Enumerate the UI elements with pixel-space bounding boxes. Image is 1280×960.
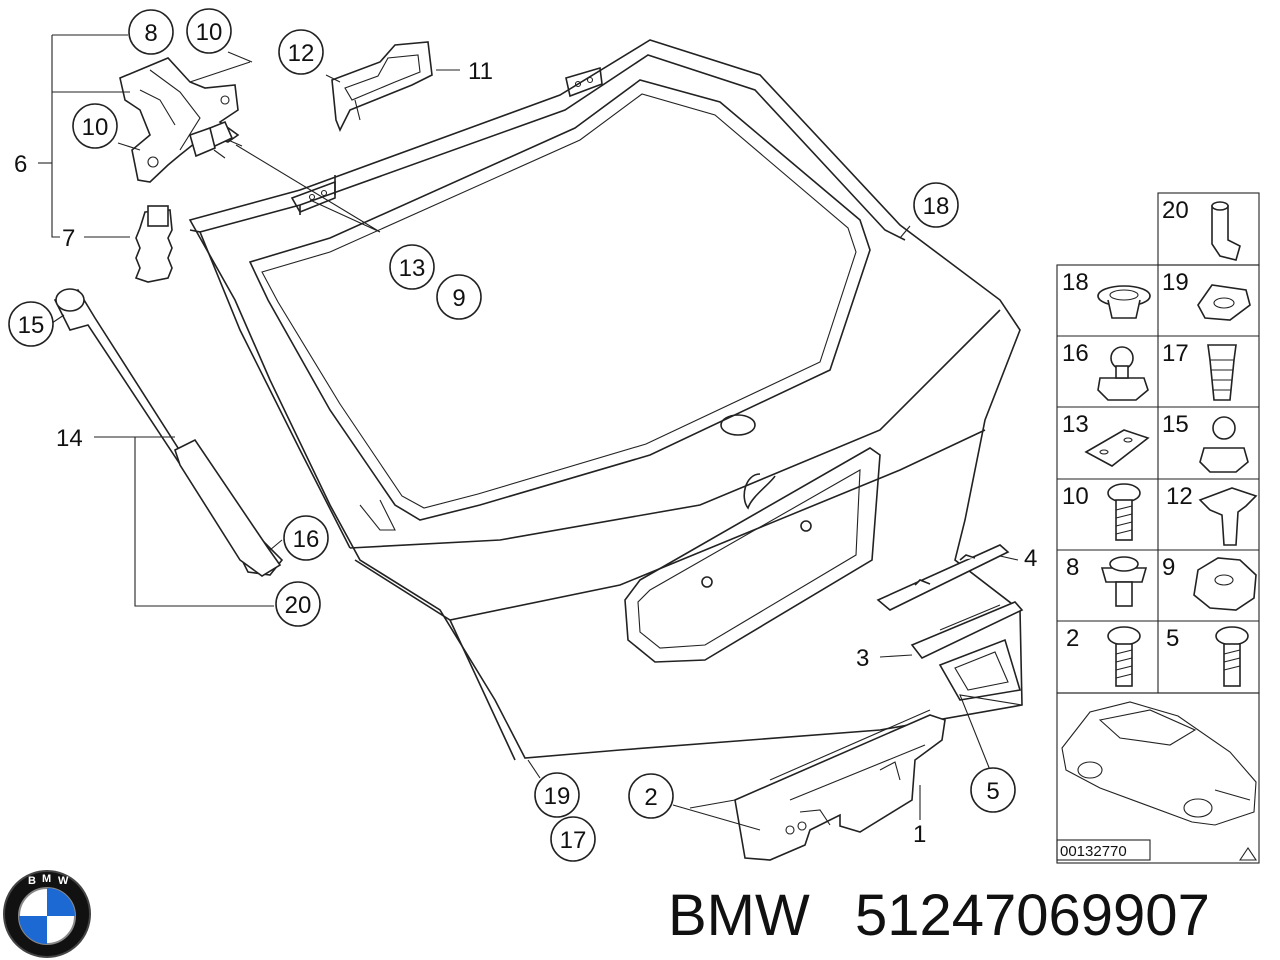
logo-letter: M: [42, 873, 51, 885]
callout-10-mid: 10: [72, 103, 118, 149]
callout-10-top: 10: [186, 8, 232, 54]
grid-cell-label: 17: [1162, 340, 1189, 367]
grid-cell-label: 9: [1162, 554, 1175, 581]
car-thumbnail-icon: [1061, 701, 1257, 826]
ref-code: 00132770: [1060, 843, 1127, 860]
parts-grid: 20 18 19 16 17 13 15 10 12 8 9 2 5: [1056, 192, 1260, 864]
grid-cell-label: 8: [1066, 554, 1079, 581]
callout-20-label: 20: [285, 592, 312, 619]
callout-17: 17: [550, 816, 596, 862]
plate-icon: [1084, 429, 1150, 467]
screw-icon: [1215, 626, 1249, 646]
screw-icon: [1107, 626, 1141, 646]
label-7: 7: [62, 225, 75, 252]
callout-15-label: 15: [18, 312, 45, 339]
callout-2-label: 2: [644, 784, 657, 811]
grid-cell-label: 12: [1166, 483, 1193, 510]
footer-brand: BMW: [668, 883, 810, 948]
label-4: 4: [1024, 545, 1037, 572]
elbow-hose-icon: [1211, 205, 1241, 261]
grid-cell-label: 10: [1062, 483, 1089, 510]
grid-cell-label: 16: [1062, 340, 1089, 367]
callout-5-label: 5: [986, 778, 999, 805]
callout-19: 19: [534, 772, 580, 818]
callout-10-top-label: 10: [196, 19, 223, 46]
callout-13: 13: [389, 244, 435, 290]
ball-nut-icon: [1212, 416, 1236, 440]
logo-letter: B: [28, 875, 36, 887]
clip-nut-icon: [1198, 487, 1258, 546]
clip-icon: [1197, 284, 1251, 321]
grid-cell-label: 19: [1162, 269, 1189, 296]
leader-lines: [38, 34, 1023, 831]
hinge-drawing: [119, 57, 243, 283]
callout-16-label: 16: [293, 526, 320, 553]
ref-code-box: [1056, 839, 1151, 861]
callout-8-label: 8: [144, 20, 157, 47]
logo-letter: W: [58, 875, 69, 887]
callout-20: 20: [275, 581, 321, 627]
label-1: 1: [913, 821, 926, 848]
lock-drawing: [734, 544, 1024, 861]
callout-2: 2: [628, 773, 674, 819]
grid-cell-label: 5: [1166, 625, 1179, 652]
gas-strut-drawing: [53, 288, 284, 577]
callout-10-mid-label: 10: [82, 114, 109, 141]
grid-cell-label: 2: [1066, 625, 1079, 652]
bmw-logo: B M W: [3, 870, 91, 958]
rivet-icon: [1207, 344, 1237, 401]
callout-19-label: 19: [544, 783, 571, 810]
hex-nut-icon: [1193, 557, 1257, 611]
label-6: 6: [14, 151, 27, 178]
callout-16: 16: [283, 515, 329, 561]
callout-9: 9: [436, 274, 482, 320]
callout-13-label: 13: [399, 255, 426, 282]
seal-part-drawing: [331, 41, 433, 132]
callout-18-label: 18: [923, 193, 950, 220]
callout-9-label: 9: [452, 285, 465, 312]
callout-18: 18: [913, 182, 959, 228]
callout-5: 5: [970, 767, 1016, 813]
callout-12: 12: [278, 29, 324, 75]
grid-cell-label: 13: [1062, 411, 1089, 438]
footer-part-number: 51247069907: [855, 883, 1210, 948]
grid-cell-label: 18: [1062, 269, 1089, 296]
callout-12-label: 12: [288, 40, 315, 67]
grid-cell-label: 15: [1162, 411, 1189, 438]
label-11: 11: [468, 58, 493, 85]
tailgate-drawing: [188, 39, 1023, 761]
warning-triangle-icon: [1238, 847, 1258, 861]
callout-8: 8: [128, 9, 174, 55]
callout-17-label: 17: [560, 827, 587, 854]
label-3: 3: [856, 645, 869, 672]
callout-15: 15: [8, 301, 54, 347]
grid-cell-label-20: 20: [1162, 197, 1189, 224]
label-14: 14: [56, 425, 83, 452]
